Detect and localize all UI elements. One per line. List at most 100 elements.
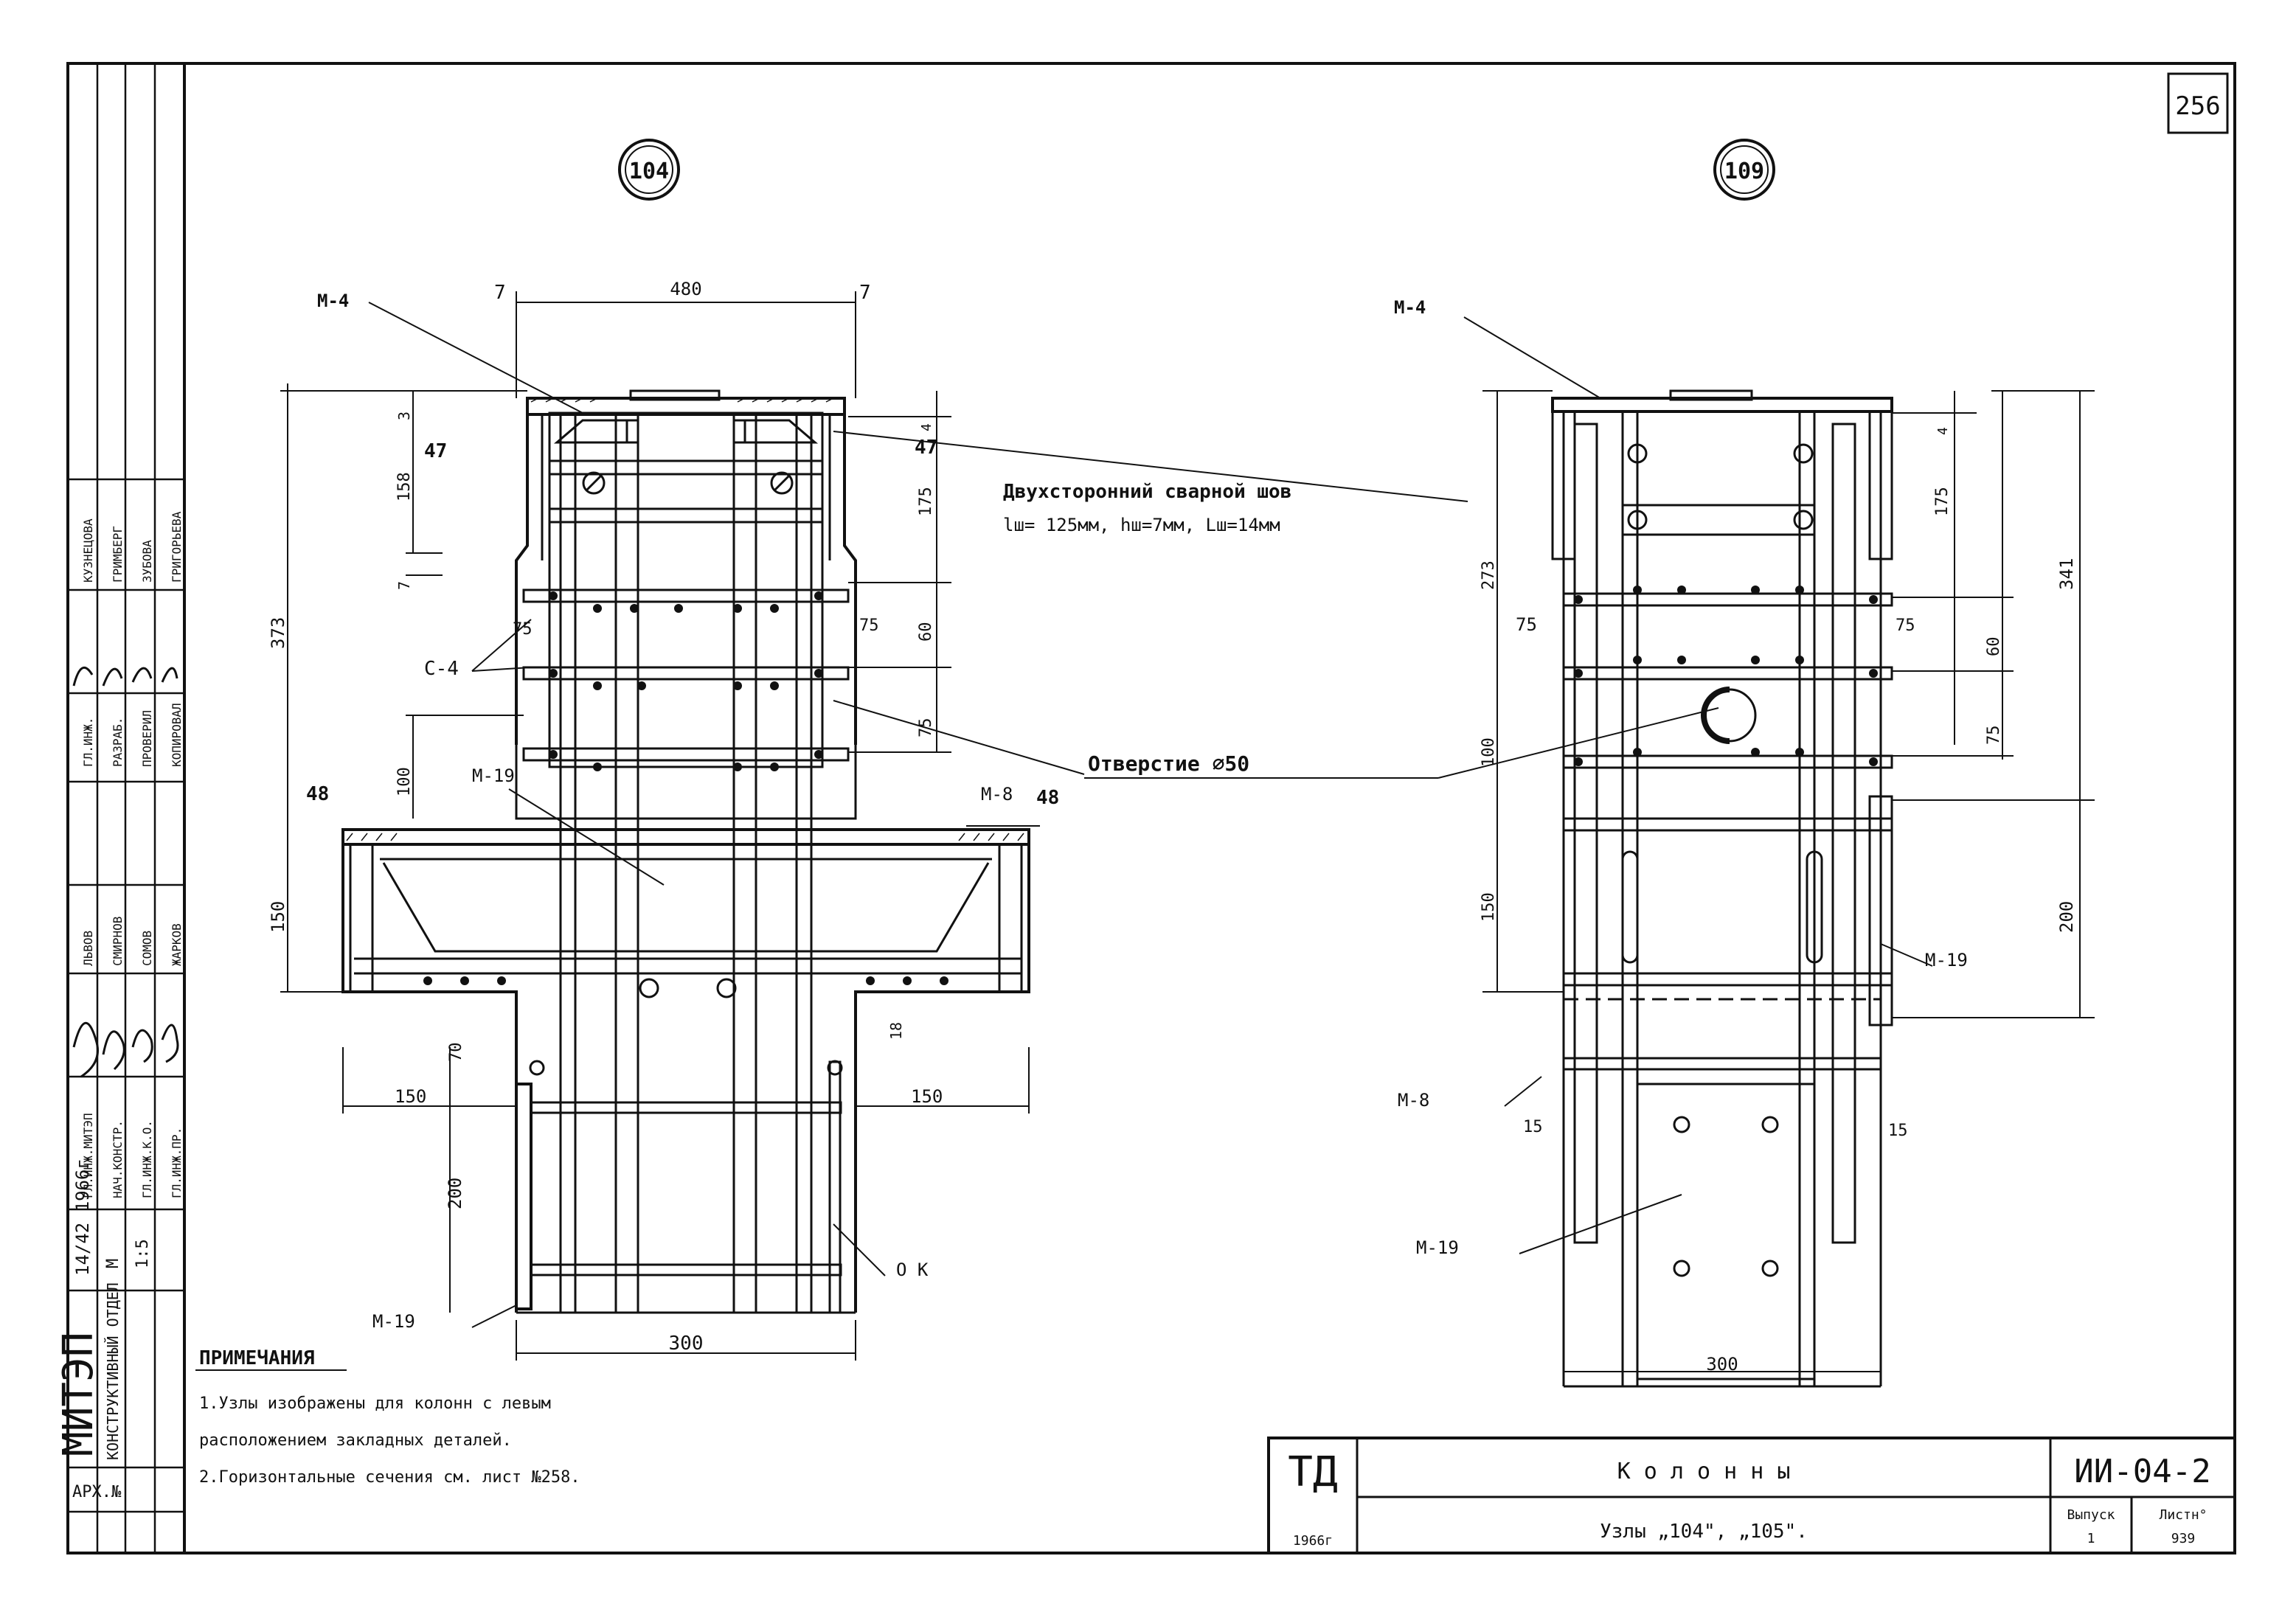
dimensions-109: [1463, 316, 2095, 1379]
title-logo: ТД: [1288, 1448, 1337, 1496]
node-number-104: 104: [629, 159, 669, 184]
dim-3: 3: [395, 411, 413, 420]
label-ok: О К: [896, 1260, 929, 1280]
stamp-title-3: ГЛ.ИНЖ.К.О.: [140, 1120, 154, 1198]
callouts: Двухсторонний сварной шов lш= 125мм, hш=…: [1003, 481, 1291, 776]
dim-4: 4: [919, 423, 934, 431]
note-2: 2.Горизонтальные сечения см. лист №258.: [199, 1468, 580, 1487]
dim-150-vert: 150: [268, 901, 288, 933]
stamp-title-2: НАЧ.КОНСТР.: [111, 1120, 125, 1198]
dim-150-109: 150: [1480, 892, 1498, 922]
dim-273: 273: [1480, 560, 1498, 590]
dim-75-109: 75: [1985, 726, 2003, 746]
page-number: 256: [2175, 91, 2220, 121]
dim-75-left: 75: [513, 620, 533, 639]
node-marker-104: 104: [618, 139, 680, 201]
section-47-left: 47: [424, 440, 447, 462]
stamp-name-1: ЛЬВОВ: [81, 931, 95, 966]
signatures: [72, 666, 179, 1078]
stamp-name-4: ЖАРКОВ: [170, 923, 184, 966]
node-marker-109: 109: [1713, 139, 1775, 201]
title-block: [1267, 1437, 2236, 1554]
side-stamp: [68, 63, 184, 1553]
stamp-title-8: КОПИРОВАЛ: [170, 703, 184, 767]
title-name: К о л о н н ы: [1617, 1459, 1791, 1484]
label-m19-lower: М-19: [372, 1311, 415, 1332]
dim-158: 158: [395, 472, 414, 501]
stamp-org: МИТЭП: [55, 1332, 103, 1456]
issue-label: Выпуск: [2067, 1507, 2115, 1523]
label-m19-upper: М-19: [472, 765, 515, 786]
title-code: ИИ-04-2: [2074, 1453, 2210, 1490]
dim-7-vert: 7: [395, 581, 413, 590]
notes: ПРИМЕЧАНИЯ 1.Узлы изображены для колонн …: [199, 1347, 580, 1487]
sheet-label: Листн°: [2159, 1507, 2207, 1523]
title-year: 1966г: [1293, 1533, 1333, 1549]
title-subtitle: Узлы „104", „105".: [1600, 1521, 1808, 1543]
dim-300-104: 300: [669, 1333, 704, 1355]
label-m4-109: М-4: [1394, 297, 1426, 318]
dim-200-109: 200: [2056, 901, 2077, 933]
stamp-title-7: ПРОВЕРИЛ: [140, 710, 154, 767]
label-m4-104: М-4: [317, 291, 349, 311]
weld-callout-title: Двухсторонний сварной шов: [1003, 481, 1291, 503]
dim-175-109: 175: [1933, 487, 1952, 516]
stamp-name-7: ЗУБОВА: [140, 540, 154, 583]
stamp-title-6: РАЗРАБ.: [111, 718, 125, 767]
note-1: 1.Узлы изображены для колонн с левым: [199, 1394, 551, 1413]
dim-4-109: 4: [1935, 427, 1951, 435]
dim-341: 341: [2056, 558, 2077, 590]
stamp-arch-no: АРХ.№: [72, 1483, 121, 1501]
page-number-box: 256: [2167, 72, 2229, 134]
dim-18: 18: [887, 1022, 905, 1040]
label-m8-109: М-8: [1398, 1090, 1429, 1111]
stamp-scale-value: 1:5: [133, 1239, 152, 1268]
section-48-left: 48: [306, 783, 329, 805]
labels-109: М-4 М-8 М-19 М-19 273 175 4 341 60 75 10…: [1394, 297, 2077, 1375]
notes-heading: ПРИМЕЧАНИЯ: [199, 1347, 315, 1369]
dim-75-right-109: 75: [1896, 616, 1915, 635]
drawing-109: [1551, 389, 1893, 1388]
dim-150-left: 150: [395, 1086, 426, 1107]
dim-15-left: 15: [1523, 1118, 1543, 1136]
drawing-104: [341, 389, 1030, 1314]
dim-60: 60: [917, 622, 935, 642]
stamp-name-3: СОМОВ: [140, 931, 154, 966]
weld-callout-params: lш= 125мм, hш=7мм, Lш=14мм: [1003, 515, 1280, 535]
dim-75-right: 75: [859, 616, 879, 635]
stamp-title-1: ГЛ.ИНЖ.МИТЭП: [81, 1113, 95, 1198]
sheet-frame: [66, 62, 2236, 1554]
stamp-title-4: ГЛ.ИНЖ.ПР.: [170, 1128, 184, 1198]
hole-callout: Отверстие ∅50: [1088, 751, 1249, 776]
node-number-109: 109: [1724, 159, 1764, 184]
dim-75-left-109: 75: [1516, 614, 1537, 635]
stamp-title-5: ГЛ.ИНЖ.: [81, 718, 95, 767]
label-m8-104: М-8: [981, 784, 1013, 805]
note-1-cont: расположением закладных деталей.: [199, 1431, 512, 1450]
dim-150-right: 150: [911, 1086, 943, 1107]
stamp-name-2: СМИРНОВ: [111, 917, 125, 966]
stamp-name-5: КУЗНЕЦОВА: [81, 518, 95, 583]
labels-104: М-4 47 47 48 48 С-4 М-19 М-8 М-19 О К 48…: [268, 279, 1059, 1355]
dim-480: 480: [670, 279, 701, 299]
dim-100-109: 100: [1480, 737, 1498, 767]
stamp-name-6: ГРИМБЕРГ: [111, 526, 125, 583]
dim-100: 100: [395, 767, 414, 796]
section-47-right: 47: [915, 437, 937, 459]
stamp-name-8: ГРИГОРЬЕВА: [170, 511, 184, 583]
dimensions-104: [280, 291, 1468, 1361]
dim-7-left: 7: [494, 282, 506, 304]
dim-373: 373: [268, 617, 288, 649]
label-m19-right: М-19: [1925, 950, 1968, 970]
stamp-scale-label: М: [104, 1259, 122, 1268]
dim-70: 70: [447, 1043, 465, 1063]
dim-200: 200: [445, 1178, 465, 1209]
stamp-department: КОНСТРУКТИВНЫЙ ОТДЕЛ: [104, 1282, 122, 1460]
section-48-right: 48: [1036, 787, 1059, 809]
label-c4: С-4: [424, 658, 459, 680]
dim-300-109: 300: [1706, 1354, 1738, 1375]
sheet-value: 939: [2171, 1531, 2196, 1546]
dim-15-right: 15: [1888, 1122, 1908, 1140]
dim-175: 175: [917, 487, 935, 516]
